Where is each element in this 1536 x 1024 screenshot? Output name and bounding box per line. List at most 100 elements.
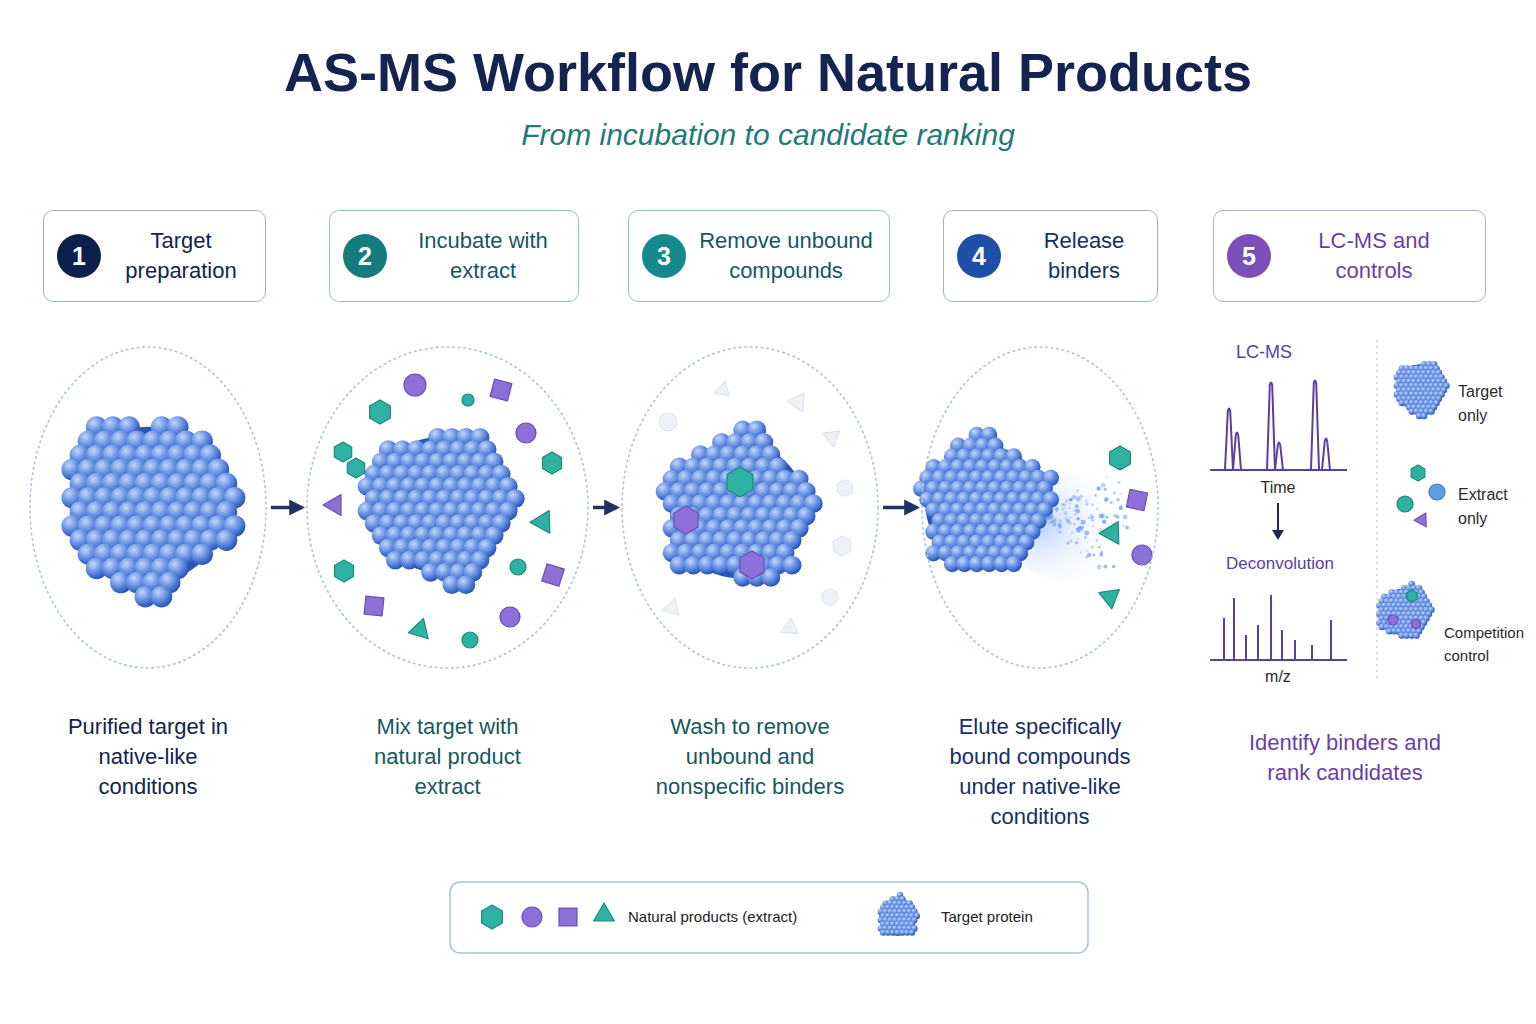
spray-dot [1092, 504, 1094, 506]
protein-bead [191, 543, 213, 565]
step-box: Release binders 4 [943, 210, 1158, 302]
spray-dot [1103, 487, 1107, 491]
spray-dot [1059, 519, 1062, 522]
spray-dot [1057, 523, 1061, 527]
hexagon-molecule [1110, 446, 1131, 470]
spray-dot [1086, 550, 1088, 552]
hexagon-molecule [1407, 590, 1417, 602]
spray-dot [1119, 506, 1123, 510]
spray-dot [1084, 536, 1086, 538]
spray-dot [1076, 517, 1080, 521]
spectrum-stick [1330, 620, 1332, 660]
spray-dot [1069, 503, 1071, 505]
protein-bead [909, 929, 915, 935]
hexagon-molecule [1411, 465, 1425, 481]
step-box: LC-MS and controls5 [1213, 210, 1486, 302]
spray-dot [1092, 525, 1094, 527]
spray-dot [1110, 501, 1113, 504]
spray-dot [1097, 487, 1101, 491]
spray-dot [1067, 541, 1070, 544]
step-label: Target preparation [111, 226, 251, 286]
spectrum-stick [1257, 625, 1259, 660]
spray-dot [1112, 565, 1115, 568]
protein-core [879, 898, 916, 935]
hexagon-molecule [1412, 619, 1421, 629]
protein-core [670, 442, 806, 578]
triangle-molecule [1414, 513, 1426, 527]
annotation-label: Target only [1458, 380, 1516, 428]
square-molecule [490, 379, 512, 401]
spray-dot [1056, 510, 1058, 512]
hexagon-molecule [482, 905, 503, 929]
spray-dot [1085, 502, 1089, 506]
hexagon-molecule [335, 560, 354, 582]
spray-dot [1069, 507, 1071, 509]
round-molecule [822, 589, 838, 605]
step-box: Remove unbound compounds3 [628, 210, 890, 302]
triangle-molecule [781, 618, 798, 634]
square-molecule [1126, 489, 1147, 510]
spray-dot [1045, 516, 1050, 521]
spray-dot [1049, 521, 1052, 524]
spray-dot [1101, 483, 1106, 488]
annotation-label: Deconvolution [1226, 553, 1334, 574]
panel-outline [30, 347, 266, 668]
spectrum-stick [1311, 645, 1313, 660]
step-panel: Elute specifically bound compounds under… [920, 345, 1160, 832]
hexagon-molecule [334, 442, 351, 462]
chart-baseline [1210, 659, 1347, 661]
spray-dot [1053, 523, 1056, 526]
target-protein [1376, 581, 1435, 639]
spray-dot [1094, 494, 1096, 496]
round-molecule [462, 394, 474, 406]
spray-dot [1104, 497, 1109, 502]
spray-dot [1059, 531, 1062, 534]
step-number: 5 [1227, 234, 1271, 278]
step-panel: Purified target in native-like condition… [28, 345, 268, 802]
spray-dot [1106, 516, 1109, 519]
hexagon-molecule [674, 506, 698, 534]
spray-dot [1075, 541, 1078, 544]
hexagon-molecule [740, 551, 764, 579]
step-description: Mix target with natural product extract [362, 712, 534, 802]
protein-bead [783, 556, 802, 575]
round-molecule [659, 413, 677, 431]
triangle-molecule [323, 495, 341, 516]
target-protein [656, 421, 823, 587]
round-molecule [1429, 484, 1445, 500]
step-number: 4 [957, 234, 1001, 278]
triangle-molecule [787, 393, 804, 412]
spray-dot [1103, 564, 1107, 568]
spray-dot [1071, 532, 1073, 534]
protein-bead [1428, 408, 1435, 415]
spectrum-stick [1233, 598, 1235, 660]
annotation-label: Competition control [1444, 621, 1530, 667]
protein-core [1396, 364, 1444, 412]
spray-dot [1065, 499, 1069, 503]
spray-dot [1062, 507, 1065, 510]
panel-outline [622, 347, 878, 668]
flow-down-arrow-head [1272, 530, 1284, 540]
hexagon-molecule [370, 400, 391, 424]
title: AS-MS Workflow for Natural Products [0, 40, 1536, 104]
spray-dot [1120, 493, 1122, 495]
spray-dot [1057, 529, 1059, 531]
spray-dot [1123, 515, 1128, 520]
triangle-molecule [408, 619, 428, 639]
spray-dot [1077, 538, 1079, 540]
spray-dot [1106, 476, 1108, 478]
spray-dot [1084, 531, 1089, 536]
spray-dot [1099, 553, 1103, 557]
step-panel: Mix target with natural product extract [305, 345, 590, 802]
spray-dot [1093, 554, 1096, 557]
spray-dot [1113, 492, 1116, 495]
chromatogram-peak [1311, 381, 1319, 471]
step-label: Release binders [1034, 226, 1134, 286]
spectrum-stick [1223, 618, 1225, 660]
spray-dot [1080, 552, 1082, 554]
chromatogram-peak [1225, 409, 1233, 471]
hexagon-molecule [347, 458, 364, 478]
annotation-label: Extract only [1458, 483, 1518, 531]
